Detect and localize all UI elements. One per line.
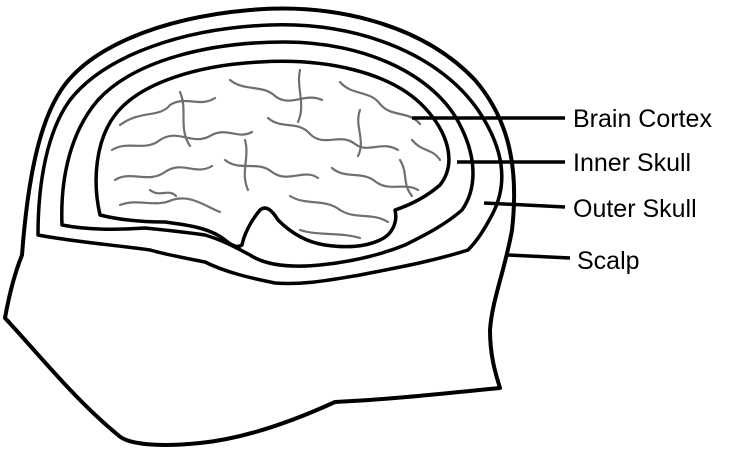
brain-cortex-layer xyxy=(94,59,451,249)
outer-skull-layer xyxy=(36,23,504,286)
scalp-label: Scalp xyxy=(577,247,640,275)
inner-skull-label: Inner Skull xyxy=(573,149,691,177)
brain-folds xyxy=(110,68,442,240)
outer-skull-leader xyxy=(483,201,566,209)
inner-skull-layer xyxy=(60,40,475,268)
outer-skull-label: Outer Skull xyxy=(573,195,697,223)
brain-cortex-label: Brain Cortex xyxy=(573,105,712,133)
scalp-leader xyxy=(507,253,571,260)
scalp-layer xyxy=(3,6,517,447)
